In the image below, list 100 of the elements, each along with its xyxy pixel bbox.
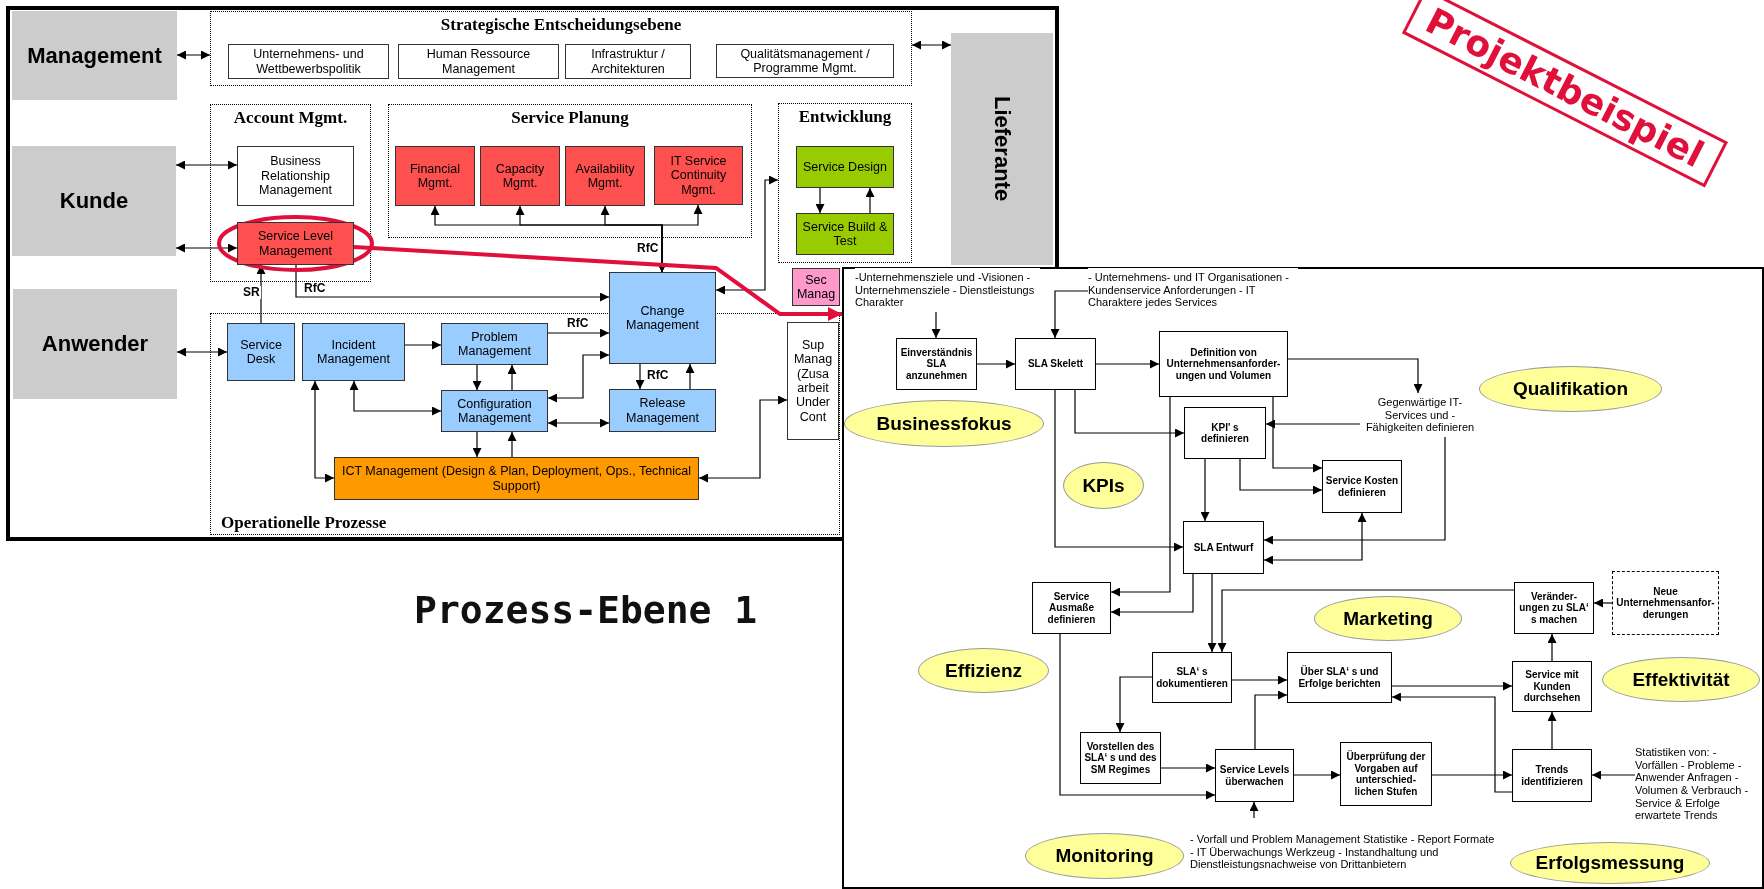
- group-panel: [388, 104, 752, 238]
- role-box: Lieferante: [951, 33, 1053, 265]
- arrow: [698, 395, 788, 483]
- topic-ellipse: Effizienz: [918, 648, 1049, 693]
- arrow: [404, 340, 442, 350]
- process-box: Sup Manag (Zusa arbeit Under Cont: [787, 322, 839, 440]
- process-box: Change Management: [609, 272, 716, 364]
- arrow: [547, 328, 610, 338]
- arrow: [547, 350, 610, 403]
- arrow: [1249, 801, 1259, 819]
- process-box: Service Level Management: [237, 222, 354, 265]
- process-box: Qualitätsmanagement / Programme Mgmt.: [716, 44, 894, 78]
- process-box: Service mit Kunden durchsehen: [1512, 661, 1592, 712]
- page-label: Prozess-Ebene 1: [414, 588, 758, 632]
- process-box: Über SLA‘ s und Erfolge berichten: [1287, 652, 1392, 703]
- process-box: KPI' s definieren: [1184, 407, 1266, 459]
- arrow: [1263, 436, 1446, 545]
- arrow: [1074, 389, 1185, 438]
- arrow: [1547, 711, 1557, 750]
- process-box: Vorstellen des SLA‘ s und des SM Regimes: [1080, 732, 1161, 784]
- process-box: SLA Skelett: [1015, 338, 1096, 390]
- arrow: [1059, 633, 1216, 800]
- process-box: Incident Management: [302, 323, 405, 381]
- topic-ellipse: Marketing: [1314, 596, 1462, 641]
- process-box: Capacity Mgmt.: [480, 146, 560, 206]
- edge-label: RfC: [303, 282, 327, 295]
- group-panel: [210, 104, 371, 282]
- arrow: [715, 175, 779, 295]
- highlight-arrow: [353, 244, 842, 321]
- arrow: [1239, 458, 1323, 495]
- arrow: [1591, 770, 1636, 780]
- arrow: [1263, 512, 1367, 565]
- arrow: [1593, 598, 1613, 608]
- group-panel: [778, 103, 912, 263]
- edge-label: RfC: [566, 317, 590, 330]
- topic-ellipse: Erfolgsmessung: [1510, 842, 1710, 884]
- arrow: [507, 431, 517, 458]
- edge-label: RfC: [636, 242, 660, 255]
- arrow: [1054, 389, 1184, 552]
- arrow: [1293, 770, 1341, 780]
- arrow: [472, 364, 482, 391]
- topic-ellipse: Monitoring: [1025, 833, 1184, 879]
- arrow: [1207, 573, 1217, 653]
- group-title: Service Planung: [510, 108, 630, 128]
- topic-ellipse: Businessfokus: [844, 400, 1044, 447]
- role-box: Kunde: [12, 146, 176, 256]
- process-box: Service Kosten definieren: [1322, 460, 1402, 513]
- process-box: Veränder- ungen zu SLA‘ s machen: [1514, 582, 1594, 634]
- topic-ellipse: KPIs: [1063, 462, 1144, 509]
- topic-ellipse: Qualifikation: [1479, 366, 1662, 412]
- arrow: [175, 160, 238, 170]
- process-box: Business Relationship Management: [237, 146, 354, 206]
- arrow: [176, 50, 211, 60]
- arrow: [1050, 290, 1089, 339]
- arrow: [635, 363, 645, 390]
- group-title: Entwicklung: [797, 107, 893, 127]
- arrow: [1391, 692, 1513, 793]
- role-box: Management: [12, 11, 177, 100]
- arrow: [1200, 458, 1210, 522]
- process-box: Trends identifizieren: [1512, 749, 1592, 802]
- arrow: [1110, 573, 1194, 617]
- process-box: Neue Unternehmensanfor- derungen: [1612, 571, 1719, 635]
- arrow: [1217, 589, 1515, 653]
- edge-label: RfC: [646, 369, 670, 382]
- inset-panel: [842, 267, 1764, 889]
- arrow: [931, 311, 941, 339]
- process-box: Configuration Management: [441, 390, 548, 432]
- process-box: Human Ressource Management: [398, 44, 559, 79]
- process-box: Einverständnis SLA anzunehmen: [896, 338, 977, 390]
- process-box: Problem Management: [441, 323, 548, 365]
- process-box: Financial Mgmt.: [395, 146, 475, 206]
- group-title: Strategische Entscheidungsebene: [439, 15, 683, 35]
- process-box: Infrastruktur / Architekturen: [565, 44, 691, 79]
- process-box: Service Ausmaße definieren: [1032, 582, 1111, 634]
- process-box: SLA‘ s dokumentieren: [1152, 652, 1232, 703]
- arrow: [1431, 770, 1513, 780]
- arrow: [295, 264, 610, 302]
- arrow: [1110, 396, 1171, 597]
- topic-ellipse: Effektivität: [1602, 657, 1760, 702]
- arrow: [976, 359, 1016, 369]
- process-box: Service Desk: [227, 323, 295, 381]
- process-box: SLA Entwurf: [1183, 521, 1264, 574]
- arrow: [507, 364, 517, 391]
- group-title: Operationelle Prozesse: [221, 513, 387, 533]
- arrow: [657, 204, 703, 273]
- group-title: Account Mgmt.: [232, 108, 349, 128]
- process-box: Service Design: [796, 146, 894, 188]
- process-box: Release Management: [609, 389, 716, 432]
- arrow: [1391, 681, 1513, 691]
- arrow: [175, 243, 238, 253]
- arrow: [1160, 763, 1216, 773]
- arrow: [1547, 633, 1557, 662]
- process-box: Service Build & Test: [796, 213, 894, 255]
- arrow: [911, 40, 952, 50]
- process-box: Definition von Unternehmensanforder- ungen und Volumen: [1159, 331, 1288, 397]
- arrow: [1115, 676, 1153, 733]
- arrow: [1265, 419, 1361, 429]
- process-box: Service Levels überwachen: [1215, 749, 1294, 802]
- arrow: [176, 347, 228, 357]
- process-box: IT Service Continuity Mgmt.: [654, 146, 743, 205]
